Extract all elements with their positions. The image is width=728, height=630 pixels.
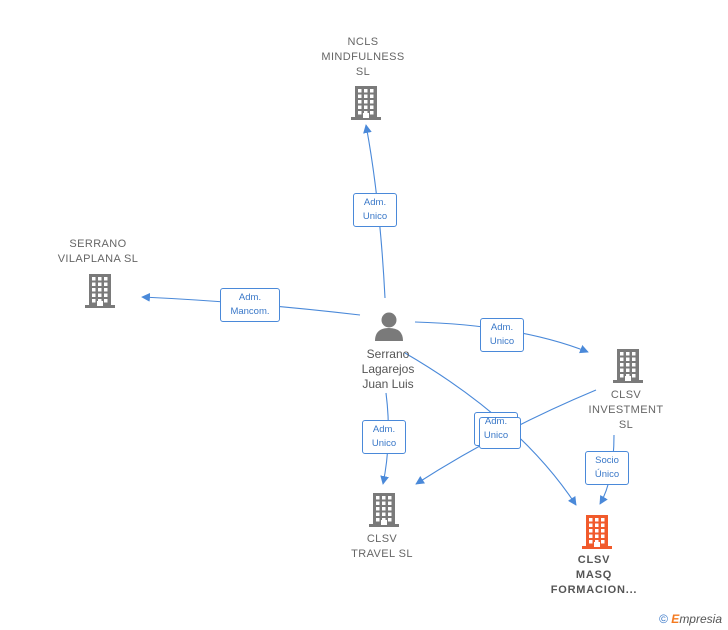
building-icon[interactable] (84, 272, 116, 308)
building-icon[interactable] (581, 513, 613, 549)
company-label-clsv-travel[interactable]: CLSV TRAVEL SL (351, 533, 413, 560)
building-icon[interactable] (612, 347, 644, 383)
footer-brand[interactable]: © Empresia (659, 612, 722, 626)
edge-label-ncls: Adm. Unico (353, 193, 397, 227)
company-label-ncls[interactable]: NCLS MINDFULNESS SL (321, 36, 405, 78)
person-name[interactable]: Serrano Lagarejos Juan Luis (361, 347, 415, 391)
copyright-symbol: © (659, 612, 668, 626)
edge-label-clsv-travel: Adm. Unico (362, 420, 406, 454)
building-icon[interactable] (368, 491, 400, 527)
company-label-serrano-vilaplana[interactable]: SERRANO VILAPLANA SL (57, 238, 139, 265)
brand-logo-initial: E (671, 612, 680, 626)
edge-label-investment-to-masq: Socio Único (585, 451, 629, 485)
edge-label-serrano-vilaplana: Adm. Mancom. (220, 288, 280, 322)
building-icon[interactable] (350, 84, 382, 120)
brand-logo-text: mpresia (679, 612, 722, 626)
company-label-clsv-investment[interactable]: CLSV INVESTMENT SL (588, 389, 664, 431)
company-label-clsv-masq[interactable]: CLSV MASQ FORMACION... (550, 554, 638, 596)
edge-label-clsv-investment: Adm. Unico (480, 318, 524, 352)
edge-label-clsv-masq: Adm. Unico (474, 412, 521, 449)
person-icon[interactable] (373, 311, 405, 341)
